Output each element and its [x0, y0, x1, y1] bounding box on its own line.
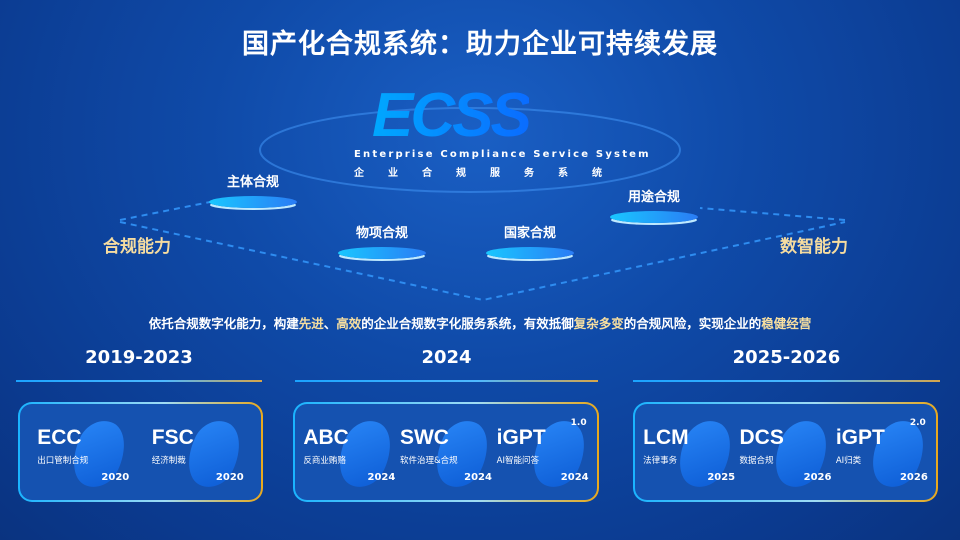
- logo-subtitle-en: Enterprise Compliance Service System: [354, 149, 651, 160]
- compliance-capability-label: 合规能力: [103, 237, 171, 257]
- divider: [295, 380, 598, 382]
- page-title: 国产化合规系统：助力企业可持续发展: [242, 29, 718, 60]
- period-label: 2019-2023: [85, 347, 193, 368]
- divider: [16, 380, 262, 382]
- logo-subtitle-cn: 企业合规服务系统: [354, 168, 602, 179]
- period-label: 2025-2026: [732, 347, 841, 368]
- description: 依托合规数字化能力，构建先进、高效的企业合规数字化服务系统，有效抵御复杂多变的合…: [148, 316, 812, 331]
- ecss-logo: ECSS: [372, 81, 532, 150]
- platform-item: 物项合规: [337, 222, 427, 259]
- platform-country: 国家合规: [485, 222, 575, 259]
- platform-usage: 用途合规: [609, 186, 699, 223]
- divider: [633, 380, 940, 382]
- platform-entity: 主体合规: [208, 171, 298, 208]
- digital-capability-label: 数智能力: [780, 237, 848, 257]
- period-label: 2024: [421, 347, 472, 368]
